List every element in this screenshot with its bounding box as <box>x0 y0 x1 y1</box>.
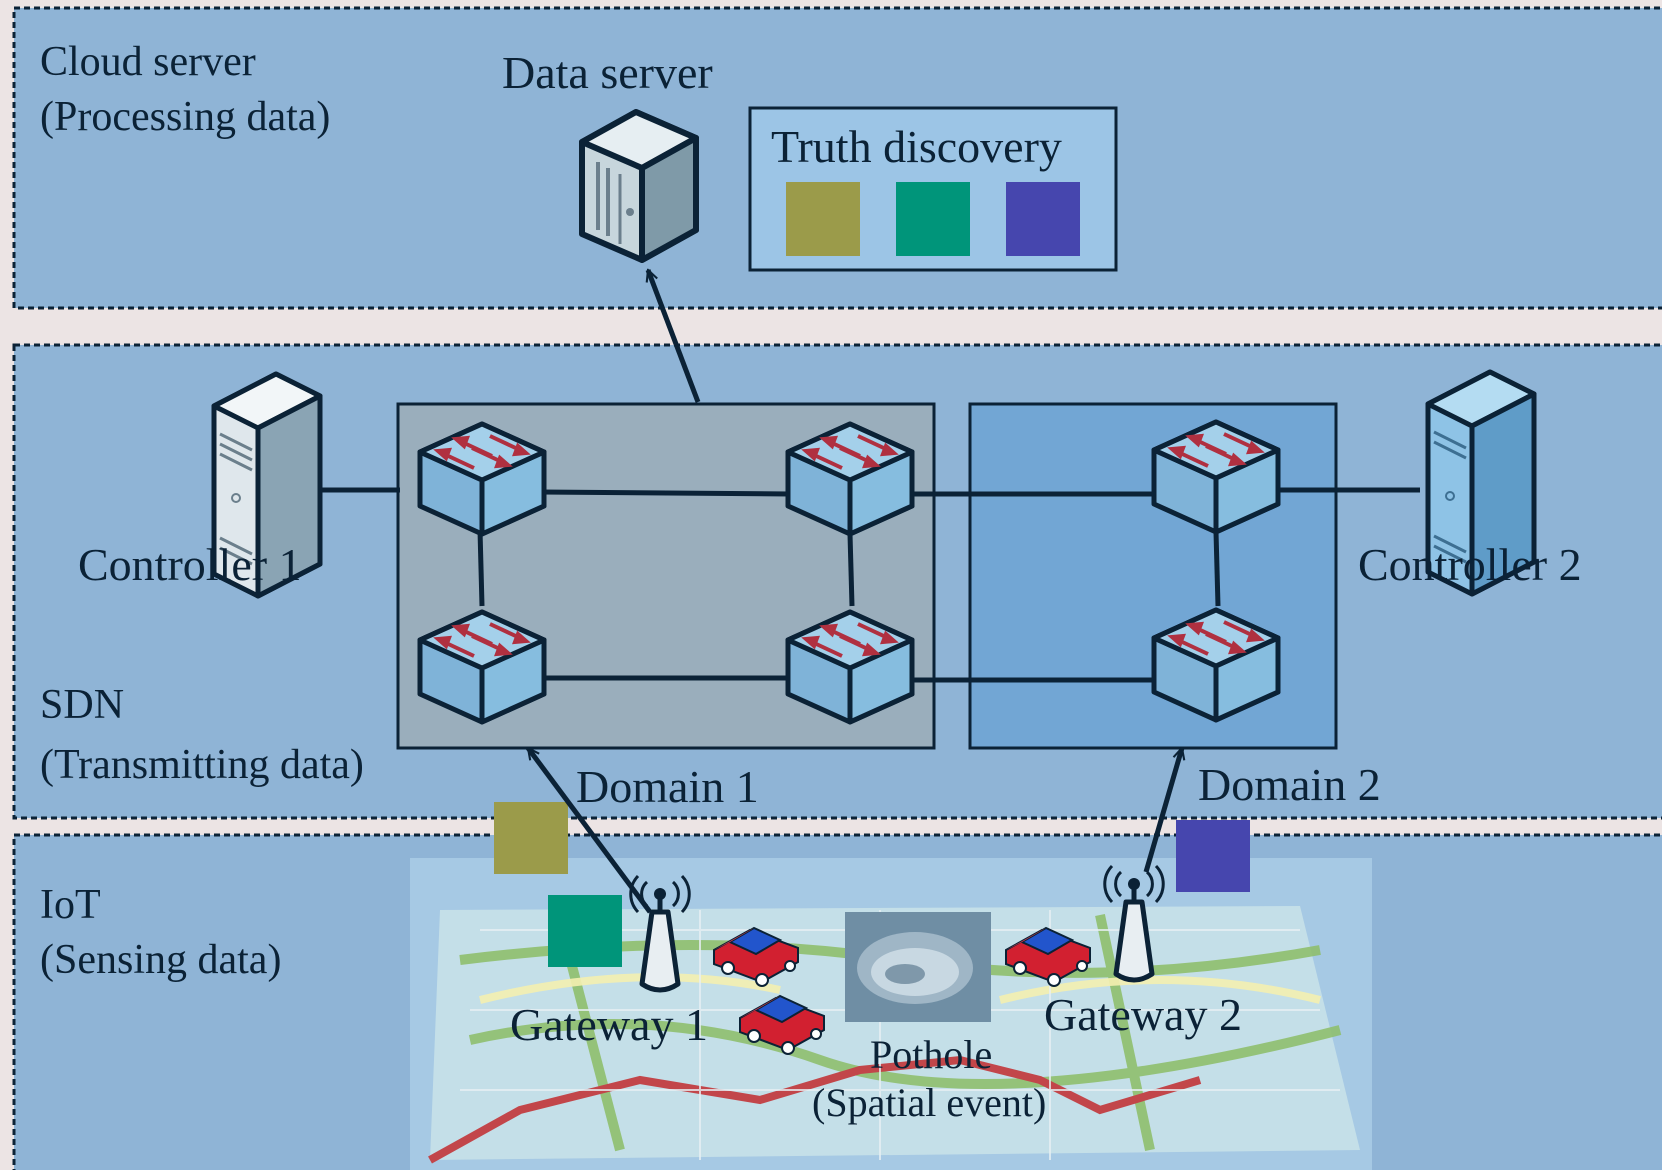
data-server-label: Data server <box>502 47 713 98</box>
pothole-label: Pothole <box>870 1032 992 1077</box>
domain1-label: Domain 1 <box>576 761 759 812</box>
pothole-photo <box>845 912 991 1022</box>
sensing-packet-purple <box>1176 820 1250 892</box>
link-s1-s2 <box>539 489 791 497</box>
sdn-links <box>318 487 1420 683</box>
controller1-label: Controller 1 <box>78 539 302 590</box>
truth-swatch-olive <box>786 182 860 256</box>
link-s2-s4 <box>847 533 855 607</box>
sdn-layer-title: SDN <box>40 682 124 728</box>
gateway1-uplink-arrow <box>525 748 653 914</box>
sensing-packet-green <box>548 895 622 967</box>
link-s1-s3 <box>477 529 485 607</box>
data-server-icon <box>579 109 699 263</box>
iot-layer-title: IoT <box>40 882 101 928</box>
sensing-packet-olive <box>494 802 568 874</box>
cloud-layer-title: Cloud server <box>40 39 256 85</box>
controller2-label: Controller 2 <box>1358 539 1582 590</box>
gateway1-label: Gateway 1 <box>510 999 708 1050</box>
link-s5-s6 <box>1213 531 1221 607</box>
cloud-layer-subtitle: (Processing data) <box>40 94 330 140</box>
sdn-layer-subtitle: (Transmitting data) <box>40 742 364 788</box>
controller2-server-icon <box>1425 369 1537 597</box>
truth-swatch-green <box>896 182 970 256</box>
truth-swatch-purple <box>1006 182 1080 256</box>
uplink-to-data-server-arrow <box>645 270 701 403</box>
gateway2-label: Gateway 2 <box>1044 989 1242 1040</box>
truth-discovery-label: Truth discovery <box>771 121 1062 172</box>
gateway2-uplink-arrow <box>1143 748 1182 873</box>
domain2-label: Domain 2 <box>1198 759 1381 810</box>
spatial-event-label: (Spatial event) <box>812 1080 1046 1125</box>
iot-layer-subtitle: (Sensing data) <box>40 937 281 983</box>
